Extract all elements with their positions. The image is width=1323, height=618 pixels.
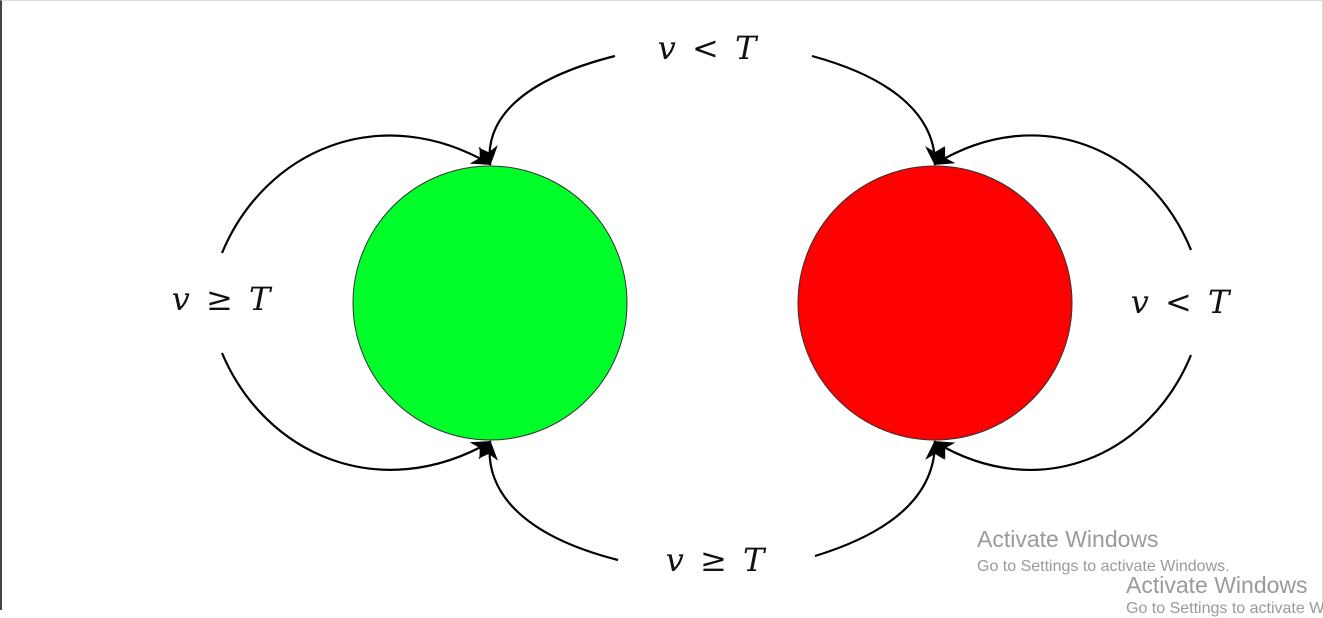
right-loop-label: v < T bbox=[1131, 283, 1232, 321]
watermark-title: Activate Windows bbox=[977, 526, 1159, 552]
watermark-title-duplicate: Activate Windows bbox=[1126, 572, 1308, 598]
right-loop-upper-arrow bbox=[933, 134, 1193, 251]
bottom-right-arrow bbox=[814, 440, 945, 558]
watermark-subtitle: Go to Settings to activate Windows. bbox=[977, 558, 1230, 575]
top-left-arrow bbox=[478, 54, 616, 166]
left-loop-label: v ≥ T bbox=[172, 280, 273, 318]
red-state-circle bbox=[797, 165, 1073, 441]
right-loop-lower-arrow bbox=[933, 354, 1193, 471]
watermark-subtitle-duplicate: Go to Settings to activate Windows. bbox=[1126, 600, 1323, 617]
top-transition-label: v < T bbox=[658, 29, 759, 67]
left-loop-upper-arrow bbox=[220, 134, 492, 254]
top-right-arrow bbox=[811, 54, 945, 166]
green-state-circle bbox=[352, 165, 628, 441]
bottom-transition-label: v ≥ T bbox=[666, 541, 767, 579]
left-loop-lower-arrow bbox=[220, 352, 492, 471]
bottom-left-arrow bbox=[478, 440, 619, 562]
